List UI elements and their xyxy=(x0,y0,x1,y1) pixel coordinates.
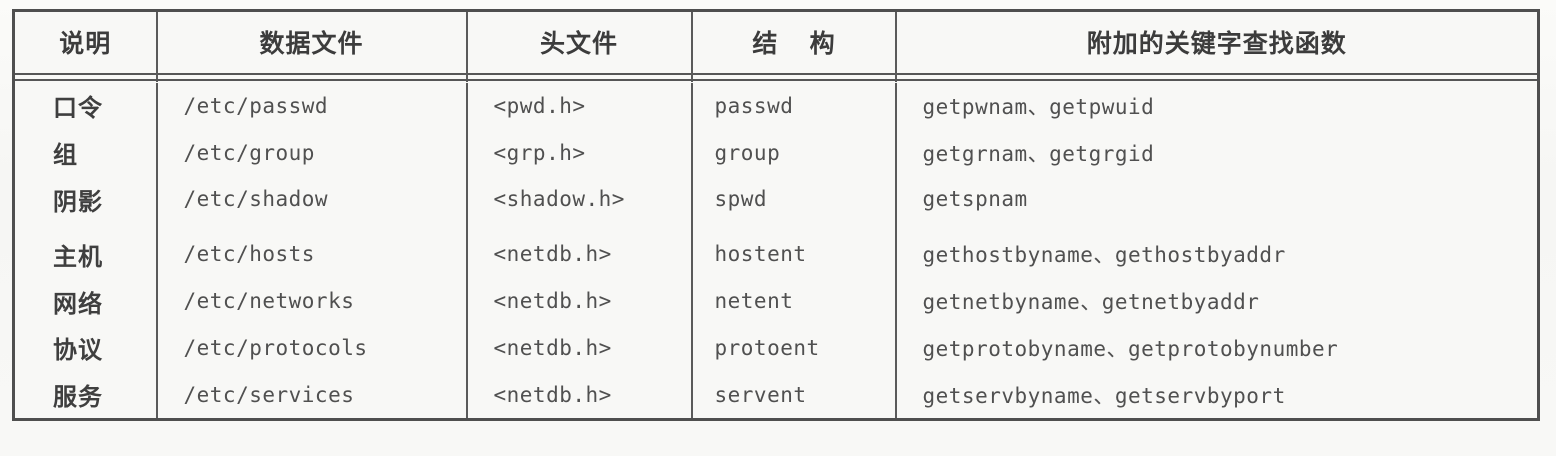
rule-column-dividers xyxy=(15,72,1537,83)
cell-description: 服务 xyxy=(13,371,158,420)
cell-header-file: <grp.h> xyxy=(465,129,693,176)
system-data-files-table-container: 说明 数据文件 头文件 结 构 附加的关键字查找函数 xyxy=(12,9,1540,421)
header-double-rule-cell xyxy=(14,72,1539,83)
cell-lookup-functions: getgrnam、getgrgid xyxy=(894,129,1539,176)
cell-header-file: <pwd.h> xyxy=(465,82,693,130)
cell-data-file: /etc/group xyxy=(155,129,468,176)
cell-structure: spwd xyxy=(690,175,897,223)
table-row: 服务 /etc/services <netdb.h> servent getse… xyxy=(13,371,1539,420)
cell-header-file: <netdb.h> xyxy=(465,324,693,372)
cell-description: 阴影 xyxy=(13,175,158,223)
cell-description: 组 xyxy=(13,129,158,176)
cell-lookup-functions: getprotobyname、getprotobynumber xyxy=(894,324,1539,372)
cell-data-file: /etc/protocols xyxy=(155,324,468,372)
column-header-structure: 结 构 xyxy=(690,10,897,72)
cell-structure: group xyxy=(690,129,897,176)
cell-data-file: /etc/networks xyxy=(155,277,468,325)
column-header-description: 说明 xyxy=(13,10,158,72)
cell-data-file: /etc/services xyxy=(155,371,468,420)
column-header-header-file: 头文件 xyxy=(465,10,693,72)
cell-header-file: <netdb.h> xyxy=(465,222,693,278)
table-row: 协议 /etc/protocols <netdb.h> protoent get… xyxy=(13,324,1539,372)
cell-structure: hostent xyxy=(690,222,897,278)
header-separator-row xyxy=(14,72,1539,83)
cell-lookup-functions: getpwnam、getpwuid xyxy=(894,82,1539,130)
cell-data-file: /etc/passwd xyxy=(155,82,468,130)
table-row: 组 /etc/group <grp.h> group getgrnam、getg… xyxy=(13,129,1539,176)
table-row: 阴影 /etc/shadow <shadow.h> spwd getspnam xyxy=(13,175,1539,223)
table-header: 说明 数据文件 头文件 结 构 附加的关键字查找函数 xyxy=(13,10,1539,72)
cell-lookup-functions: getspnam xyxy=(894,175,1539,223)
cell-structure: servent xyxy=(690,371,897,420)
cell-structure: netent xyxy=(690,277,897,325)
system-data-files-table: 说明 数据文件 头文件 结 构 附加的关键字查找函数 xyxy=(12,9,1540,421)
table-row: 口令 /etc/passwd <pwd.h> passwd getpwnam、g… xyxy=(13,82,1539,130)
cell-lookup-functions: gethostbyname、gethostbyaddr xyxy=(894,222,1539,278)
cell-description: 主机 xyxy=(13,222,158,278)
cell-description: 口令 xyxy=(13,82,158,130)
cell-header-file: <netdb.h> xyxy=(465,277,693,325)
cell-data-file: /etc/shadow xyxy=(155,175,468,223)
cell-header-file: <shadow.h> xyxy=(465,175,693,223)
cell-data-file: /etc/hosts xyxy=(155,222,468,278)
cell-lookup-functions: getservbyname、getservbyport xyxy=(894,371,1539,420)
cell-lookup-functions: getnetbyname、getnetbyaddr xyxy=(894,277,1539,325)
table-body: 口令 /etc/passwd <pwd.h> passwd getpwnam、g… xyxy=(13,72,1539,420)
cell-description: 协议 xyxy=(13,324,158,372)
header-row: 说明 数据文件 头文件 结 构 附加的关键字查找函数 xyxy=(13,10,1539,72)
cell-structure: protoent xyxy=(690,324,897,372)
cell-description: 网络 xyxy=(13,277,158,325)
header-double-rule xyxy=(15,72,1537,83)
column-header-lookup-functions: 附加的关键字查找函数 xyxy=(894,10,1539,72)
cell-structure: passwd xyxy=(690,82,897,130)
cell-header-file: <netdb.h> xyxy=(465,371,693,420)
table-row: 主机 /etc/hosts <netdb.h> hostent gethostb… xyxy=(13,222,1539,278)
column-header-data-file: 数据文件 xyxy=(155,10,468,72)
table-row: 网络 /etc/networks <netdb.h> netent getnet… xyxy=(13,277,1539,325)
